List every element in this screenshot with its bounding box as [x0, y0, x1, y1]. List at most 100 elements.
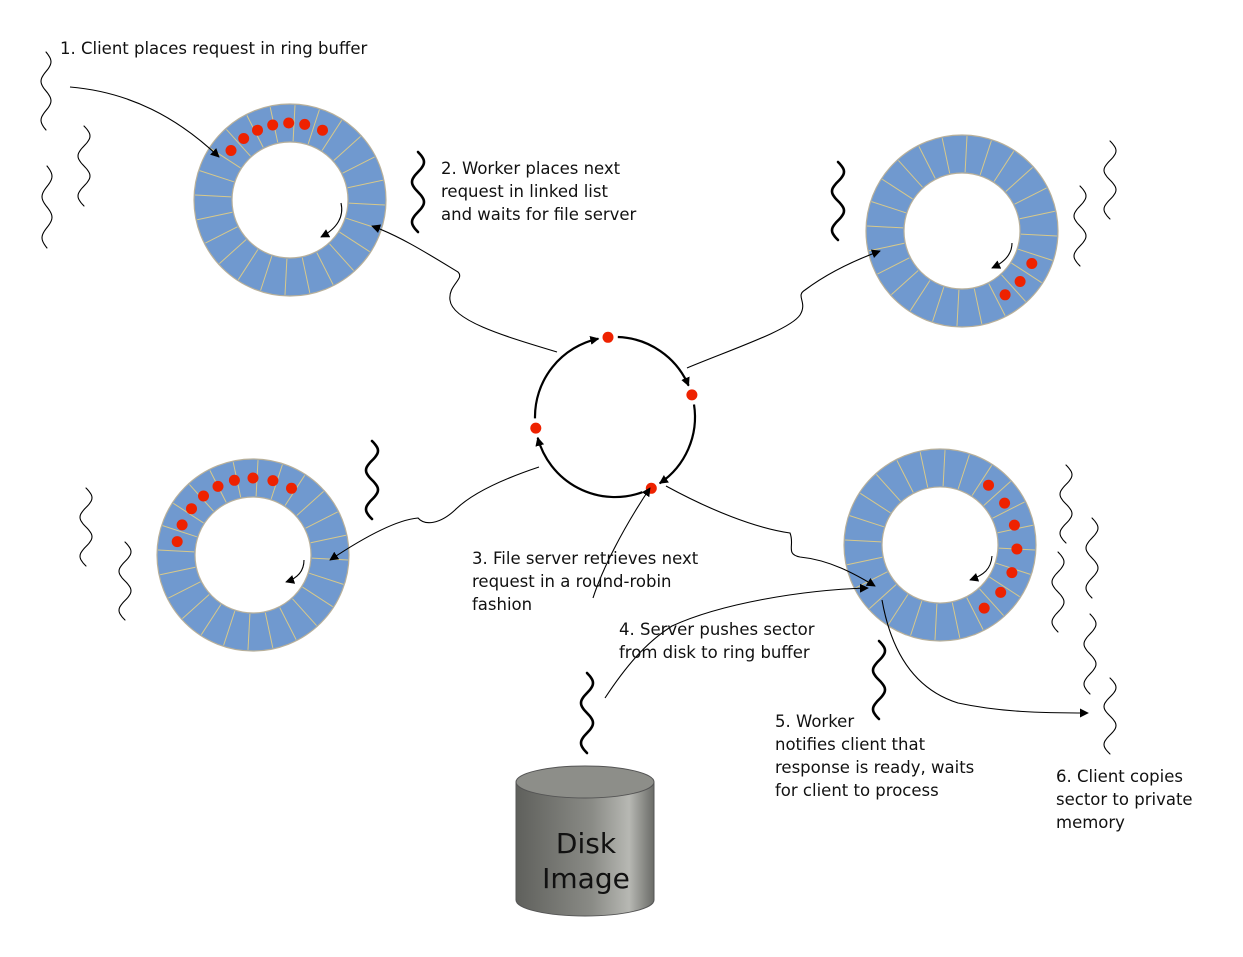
- ring-slot-divider: [1014, 187, 1047, 205]
- ring-slot-divider: [992, 501, 1025, 519]
- squiggle-thread-icon: [77, 125, 91, 207]
- ring-slot-divider: [305, 511, 338, 529]
- ring-slot-divider: [321, 120, 343, 151]
- request-dot-icon: [995, 586, 1007, 598]
- ring-slot-divider: [223, 610, 236, 646]
- ring-slot-divider: [979, 140, 992, 176]
- step-6-label: 6. Client copies sector to private memor…: [1056, 765, 1193, 834]
- request-dot-icon: [286, 482, 297, 494]
- thread-squiggles: [40, 51, 1117, 755]
- request-dot-icon: [983, 479, 994, 491]
- connector-arrows: [69, 86, 1089, 718]
- request-dot-icon: [176, 519, 188, 531]
- ring-slot-divider: [159, 566, 196, 576]
- ring-slot-divider: [887, 594, 909, 625]
- ring-slot-divider: [1020, 233, 1057, 237]
- ring-slot-divider: [956, 289, 960, 326]
- rotation-arrow: [991, 242, 1013, 269]
- request-dot-icon: [252, 124, 263, 136]
- disk-image: [515, 765, 655, 917]
- ring-slot-divider: [896, 460, 914, 493]
- ring-slot-divider: [348, 202, 385, 206]
- squiggle-thread-icon: [830, 160, 846, 242]
- ring-slot-divider: [957, 454, 970, 490]
- ring-slot-divider: [200, 604, 222, 635]
- scheduler-arc-arrow: [617, 335, 690, 387]
- step-4-line: from disk to ring buffer: [619, 643, 810, 662]
- step-3-label: 3. File server retrieves next request in…: [472, 547, 698, 616]
- step-6-line: sector to private: [1056, 790, 1193, 809]
- step-5-line: response is ready, waits: [775, 758, 975, 777]
- ring-slot-divider: [260, 255, 273, 291]
- ring-slot-divider: [333, 136, 361, 161]
- ring-buffer-top-right: [865, 134, 1059, 328]
- request-dot-icon: [186, 503, 197, 515]
- ring-slot-divider: [988, 283, 1006, 316]
- ring-slot-divider: [910, 600, 923, 636]
- ring-slot-divider: [932, 286, 945, 322]
- disk-image-label: Disk Image: [516, 826, 656, 896]
- ring-slot-divider: [301, 257, 311, 294]
- ring-slot-divider: [237, 249, 259, 280]
- request-dot-icon: [317, 124, 328, 136]
- request-dot-icon: [999, 497, 1011, 509]
- arrow-disk-to-ring: [604, 583, 869, 699]
- scheduler-node: [686, 389, 698, 401]
- step-3-line: 3. File server retrieves next: [472, 549, 699, 568]
- ring-slot-divider: [964, 136, 968, 173]
- ring-slot-divider: [942, 450, 946, 487]
- disk-top: [515, 765, 655, 799]
- step-1-line: 1. Client places request in ring buffer: [60, 39, 368, 58]
- ring-slot-divider: [882, 178, 913, 200]
- scheduler-node: [530, 422, 542, 434]
- ring-slot-divider: [846, 556, 883, 566]
- disk-label-line: Image: [542, 862, 630, 895]
- ring-slot-divider: [941, 137, 951, 174]
- ring-slot-divider: [934, 603, 938, 640]
- ring-slot-divider: [279, 607, 297, 640]
- rotation-arrow: [969, 555, 993, 582]
- ring-slot-divider: [196, 211, 233, 221]
- ring-slot-divider: [876, 474, 901, 502]
- ring-slot-divider: [860, 492, 891, 514]
- ring-slot-divider: [347, 179, 384, 189]
- step-6-line: 6. Client copies: [1056, 767, 1183, 786]
- ring-slot-divider: [868, 242, 905, 252]
- ring-buffers: [156, 103, 1059, 652]
- squiggle-thread-icon: [1083, 613, 1097, 695]
- ring-slot-divider: [302, 586, 333, 608]
- request-dot-icon: [1026, 258, 1038, 269]
- squiggle-thread-icon: [579, 671, 595, 755]
- rotation-arrow: [285, 559, 305, 584]
- request-dot-icon: [299, 118, 311, 130]
- ring-slot-divider: [292, 598, 317, 626]
- squiggle-thread-icon: [41, 165, 53, 249]
- squiggle-thread-icon: [118, 541, 132, 621]
- ring-slot-divider: [168, 581, 201, 599]
- arrow-scheduler-to-ring-bottom-left: [329, 466, 540, 561]
- ring-slot-divider: [162, 525, 198, 538]
- request-dot-icon: [212, 480, 224, 492]
- ring-slot-divider: [342, 156, 375, 174]
- ring-slot-divider: [316, 252, 334, 285]
- request-dot-icon: [238, 133, 250, 144]
- squiggle-thread-icon: [40, 51, 52, 131]
- request-dot-icon: [225, 145, 237, 156]
- ring-slot-divider: [877, 257, 910, 275]
- step-2-line: 2. Worker places next: [441, 159, 621, 178]
- squiggle-thread-icon: [1073, 185, 1087, 267]
- ring-body: [156, 458, 350, 652]
- arrow-scheduler-to-ring-top-right: [686, 249, 881, 369]
- squiggle-thread-icon: [1085, 517, 1099, 599]
- squiggle-thread-icon: [1059, 464, 1073, 544]
- ring-slot-divider: [919, 451, 929, 488]
- squiggle-thread-icon: [871, 639, 887, 721]
- scheduler-arc-arrow: [533, 335, 600, 419]
- rotation-arrow: [320, 202, 343, 238]
- ring-slot-divider: [869, 584, 897, 609]
- ring-body: [843, 448, 1037, 642]
- ring-body: [193, 103, 387, 297]
- squiggle-thread-icon: [1103, 140, 1117, 220]
- ring-slot-divider: [973, 288, 983, 325]
